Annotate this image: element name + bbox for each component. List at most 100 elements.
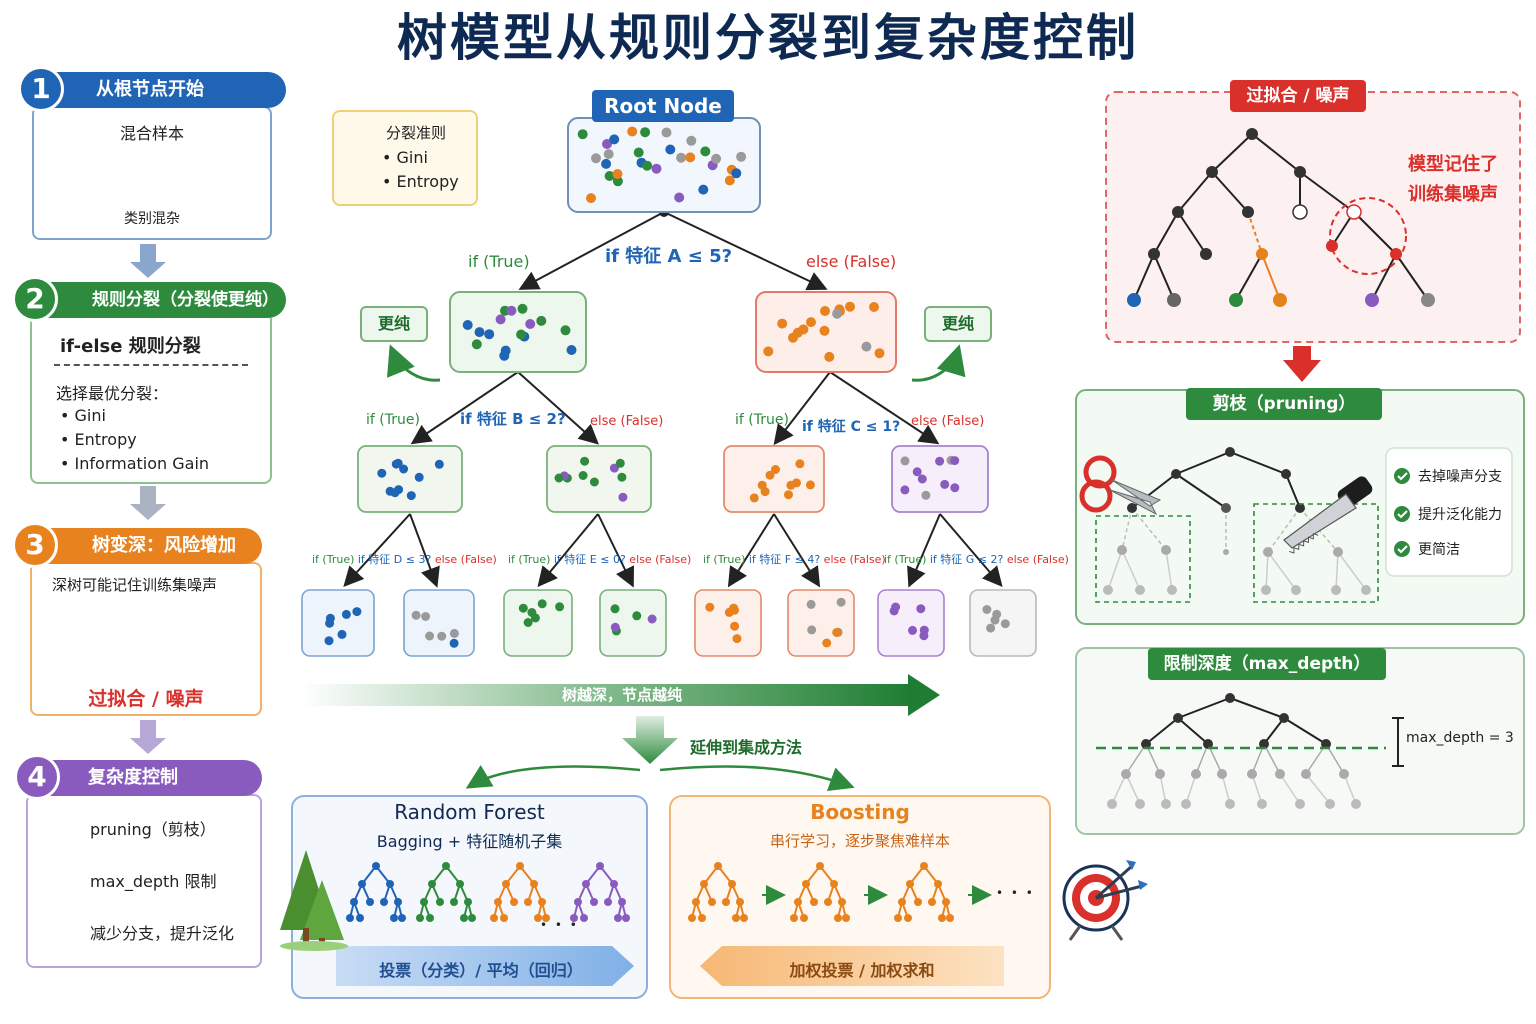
tree-node xyxy=(1171,469,1181,479)
tree-node xyxy=(426,914,434,922)
tree-node xyxy=(1217,769,1227,779)
split-c-condition: if 特征 C ≤ 1? xyxy=(802,419,901,435)
tree-node xyxy=(1167,293,1181,307)
tree-node xyxy=(468,914,476,922)
sample-dot xyxy=(807,625,817,635)
target-icon xyxy=(1062,860,1148,941)
step4-item-maxdepth: max_depth 限制 xyxy=(90,872,217,891)
tree-node xyxy=(1181,799,1191,809)
step2-number: 2 xyxy=(12,276,58,322)
tree-node xyxy=(1229,293,1243,307)
deeper-label: 树越深，节点越纯 xyxy=(562,686,683,704)
tree-node xyxy=(688,914,696,922)
sample-dot xyxy=(399,464,409,474)
rf-subtitle: Bagging + 特征随机子集 xyxy=(376,832,563,851)
sample-dot xyxy=(757,480,767,490)
pruning-benefit-3: 更简洁 xyxy=(1418,542,1460,558)
sample-dot xyxy=(495,314,506,325)
tree-edge xyxy=(1195,743,1209,775)
tree-edge xyxy=(1177,211,1207,255)
tree-node xyxy=(356,914,364,922)
step3-card: 深树可能记住训练集噪声 过拟合 / 噪声 xyxy=(30,562,262,716)
sample-dot xyxy=(537,599,547,609)
tree-node xyxy=(1141,739,1151,749)
sample-dot xyxy=(612,176,623,187)
tree-node xyxy=(1346,204,1362,220)
tree-node xyxy=(1390,248,1402,260)
tree-node xyxy=(358,880,366,888)
boost-weight-label: 加权投票 / 加权求和 xyxy=(789,961,935,980)
tree-node xyxy=(1256,248,1268,260)
sample-dot xyxy=(602,139,612,149)
sample-dot xyxy=(919,625,929,635)
sample-dot xyxy=(724,175,735,186)
sample-dot xyxy=(580,456,590,466)
sample-dot xyxy=(820,306,830,316)
purer-badge-left: 更纯 xyxy=(360,306,428,342)
tree-node xyxy=(834,914,842,922)
step1-caption: 类别混杂 xyxy=(124,211,180,227)
maxdepth-title: 限制深度（max_depth） xyxy=(1148,648,1386,680)
tree-edge xyxy=(1211,171,1249,213)
tree-node xyxy=(574,898,582,906)
tree-node xyxy=(1200,248,1212,260)
tree-edge xyxy=(1165,549,1173,591)
leaf-split-g: if (True) if 特征 G ≤ 2? else (False) xyxy=(884,553,1069,566)
tree-edge xyxy=(1335,551,1339,591)
sample-dot xyxy=(406,491,416,501)
sample-dot xyxy=(566,345,577,355)
tree-node xyxy=(898,898,906,906)
sample-dot xyxy=(711,153,722,164)
sample-dot xyxy=(765,470,775,480)
sample-dot xyxy=(640,127,651,138)
step3-text: 深树可能记住训练集噪声 xyxy=(52,576,218,594)
step1-number: 1 xyxy=(18,66,64,112)
tree-node xyxy=(740,914,748,922)
tree-edge xyxy=(1267,507,1301,553)
sample-dot xyxy=(506,305,517,316)
step4-item-pruning: pruning（剪枝） xyxy=(90,820,216,839)
tree-node xyxy=(1291,585,1301,595)
sample-dot xyxy=(651,163,662,174)
tree-edge xyxy=(1121,507,1133,551)
tree-node xyxy=(1225,447,1235,457)
tree-node xyxy=(1135,799,1145,809)
step2-sub: 选择最优分裂： xyxy=(56,384,169,403)
tree-edge xyxy=(1337,551,1367,591)
tree-edge xyxy=(1283,717,1327,745)
tree-node xyxy=(1103,585,1113,595)
tree-node xyxy=(428,880,436,888)
tree-node xyxy=(618,898,626,906)
sample-dot xyxy=(612,169,623,179)
tree-node xyxy=(570,914,578,922)
tree-edge xyxy=(1263,717,1285,745)
tree-node xyxy=(500,914,508,922)
tree-node xyxy=(692,898,700,906)
tree-node xyxy=(416,914,424,922)
step2-item-gini: • Gini xyxy=(60,406,106,425)
sample-dot xyxy=(845,301,855,312)
tree-node xyxy=(1263,547,1273,557)
tree-node xyxy=(386,880,394,888)
tree-node xyxy=(494,898,502,906)
sample-dot xyxy=(806,317,816,328)
tree-node xyxy=(580,914,588,922)
tree-node xyxy=(1221,503,1231,513)
sample-dot xyxy=(874,348,885,359)
tree-node xyxy=(1167,585,1177,595)
tree-edge xyxy=(1111,773,1127,805)
tree-node xyxy=(1223,549,1229,555)
tree-node xyxy=(1257,799,1267,809)
extend-down-arrow xyxy=(465,716,855,791)
sample-dot xyxy=(437,631,447,641)
sample-dot xyxy=(686,135,697,146)
tree-node xyxy=(904,914,912,922)
sample-dot xyxy=(900,456,910,466)
tree-edge xyxy=(1145,717,1179,745)
purer-badge-right: 更纯 xyxy=(924,306,992,342)
sample-dot xyxy=(900,485,910,495)
tree-node xyxy=(610,880,618,888)
tree-edge xyxy=(1267,551,1297,591)
sample-dot xyxy=(449,638,459,648)
pruning-benefit-box xyxy=(1385,447,1513,577)
